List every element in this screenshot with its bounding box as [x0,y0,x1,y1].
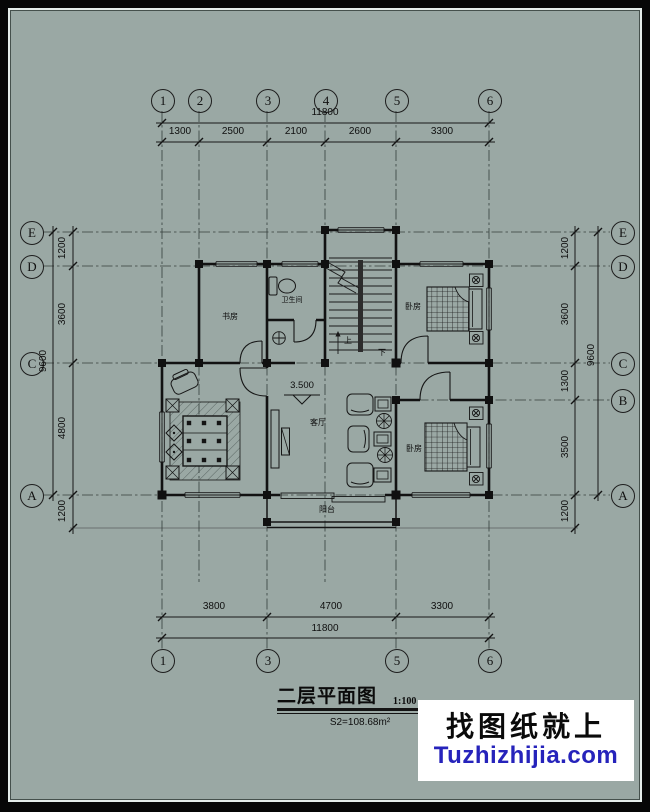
grid-lines [43,111,610,649]
axis-left-c: C [20,352,44,376]
axis-top-4: 4 [314,89,338,113]
nightstands [469,273,484,486]
windows [159,227,492,498]
room-label-study: 书房 [222,312,238,321]
axis-right-e: E [611,221,635,245]
stairs-up-label: 上 [344,336,352,345]
watermark-site-name: Tuzhizhijia.com [433,742,619,769]
dimension-lines [52,122,599,639]
tv-cabinet [270,409,290,469]
axis-right-d: D [611,255,635,279]
axis-bottom-6: 6 [478,649,502,673]
dim-right-seg: 3500 [560,435,571,459]
axis-top-5: 5 [385,89,409,113]
sink [272,331,286,345]
staircase [325,257,392,354]
dim-right-seg: 3600 [560,302,571,326]
dim-bottom-seg: 4700 [319,601,343,612]
room-label-living: 客厅 [310,418,326,427]
dim-top-total: 11800 [311,107,339,118]
dim-bottom-seg: 3800 [202,601,226,612]
title-underline-thin [277,713,441,714]
axis-bottom-3: 3 [256,649,280,673]
level-value: 3.500 [290,380,314,391]
dimension-ticks [48,118,603,643]
dim-top-seg: 1300 [168,126,192,137]
bed-top-right [426,286,483,332]
watermark-box: 找图纸就上 Tuzhizhijia.com [418,700,634,781]
dim-bottom-seg: 3300 [430,601,454,612]
drawing-title: 二层平面图 [277,686,378,707]
room-label-bedroom-bottom: 卧房 [406,444,422,453]
columns [157,226,493,526]
dim-top-seg: 2500 [221,126,245,137]
stairs-down-label: 下 [378,348,386,357]
dim-left-seg: 4800 [57,416,68,440]
sofa-set [346,393,393,488]
balcony-railing [266,495,397,529]
dining-set [165,368,241,481]
dim-left-seg: 1200 [57,499,68,523]
axis-right-c: C [611,352,635,376]
axis-bottom-5: 5 [385,649,409,673]
toilet [268,276,296,296]
watermark-slogan: 找图纸就上 [445,711,606,742]
bed-bottom-right [424,422,481,472]
dim-right-seg: 1300 [560,369,571,393]
drawing-area-value: S2=108.68m² [329,717,391,728]
dim-right-total: 9600 [586,343,597,367]
axis-right-a: A [611,484,635,508]
level-marker [284,394,320,405]
dim-top-seg: 2600 [348,126,372,137]
axis-left-a: A [20,484,44,508]
axis-left-e: E [20,221,44,245]
room-label-bedroom-top: 卧房 [405,302,421,311]
title-underline-thick [277,708,441,711]
dim-left-total: 9600 [38,349,49,373]
dim-bottom-total: 11800 [311,623,339,634]
dim-left-seg: 1200 [57,236,68,260]
axis-bottom-1: 1 [151,649,175,673]
sliding-door [280,492,386,503]
axis-right-b: B [611,389,635,413]
axis-left-d: D [20,255,44,279]
drawing-scale: 1:100 [393,696,417,707]
dim-top-seg: 2100 [284,126,308,137]
dim-left-seg: 3600 [57,302,68,326]
axis-top-6: 6 [478,89,502,113]
room-label-bathroom: 卫生间 [281,297,303,304]
axis-top-1: 1 [151,89,175,113]
doors [239,319,451,401]
room-label-balcony: 阳台 [319,505,335,514]
dim-top-seg: 3300 [430,126,454,137]
axis-top-3: 3 [256,89,280,113]
dim-right-seg: 1200 [560,236,571,260]
dim-right-seg: 1200 [560,499,571,523]
axis-top-2: 2 [188,89,212,113]
